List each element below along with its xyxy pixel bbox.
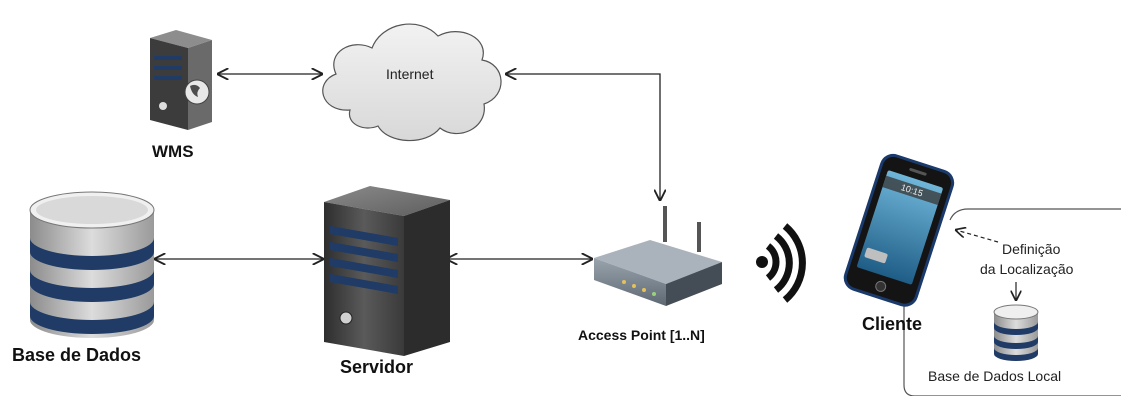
- server-label: Servidor: [340, 357, 414, 377]
- local-database-label: Base de Dados Local: [928, 368, 1062, 384]
- access-point-label: Access Point [1..N]: [578, 327, 705, 343]
- phone-icon: 10:15: [843, 153, 955, 307]
- wms-server-icon: [150, 30, 212, 130]
- location-definition-line1: Definição: [1002, 241, 1061, 257]
- database-icon: [29, 191, 155, 338]
- connector-localization-phone: [956, 230, 999, 243]
- internet-label: Internet: [386, 66, 434, 82]
- location-definition-line2: da Localização: [980, 261, 1074, 277]
- connector-internet-ap: [506, 74, 660, 200]
- client-label: Cliente: [862, 314, 923, 334]
- wms-label: WMS: [152, 142, 194, 161]
- database-label: Base de Dados: [12, 345, 142, 365]
- wifi-signal-icon: [756, 223, 806, 303]
- internet-cloud-icon: [322, 23, 502, 142]
- local-database-icon: [993, 304, 1039, 361]
- access-point-icon: [594, 206, 722, 306]
- server-icon: [324, 186, 450, 356]
